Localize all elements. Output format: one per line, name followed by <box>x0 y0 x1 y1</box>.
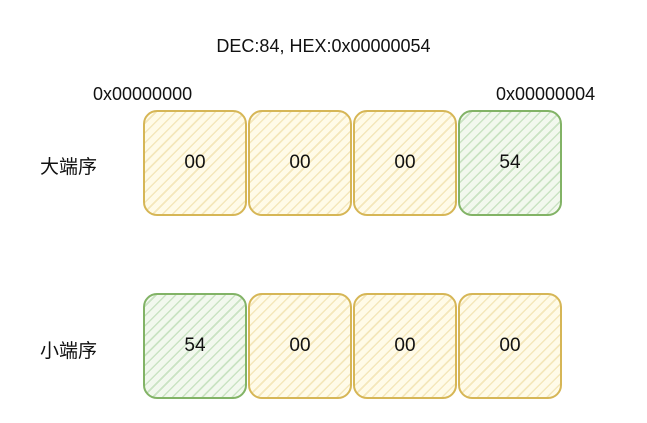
end-address-label: 0x00000004 <box>496 84 596 104</box>
big-endian-byte-row: 00 00 00 54 <box>140 110 565 218</box>
byte-value: 54 <box>184 335 206 356</box>
little-endian-byte-1: 00 <box>248 293 352 399</box>
little-endian-byte-0: 54 <box>143 293 247 399</box>
big-endian-byte-3: 54 <box>458 110 562 216</box>
little-endian-byte-3: 00 <box>458 293 562 399</box>
big-endian-byte-1: 00 <box>248 110 352 216</box>
byte-value: 00 <box>394 335 416 356</box>
byte-value: 00 <box>394 152 416 173</box>
diagram-title: DEC:84, HEX:0x00000054 <box>216 36 431 56</box>
little-endian-label: 小端序 <box>40 341 98 362</box>
little-endian-byte-row: 54 00 00 00 <box>140 293 565 401</box>
byte-value: 54 <box>499 152 521 173</box>
byte-value: 00 <box>289 152 311 173</box>
start-address-label: 0x00000000 <box>93 84 193 104</box>
byte-value: 00 <box>184 152 206 173</box>
big-endian-byte-2: 00 <box>353 110 457 216</box>
big-endian-byte-0: 00 <box>143 110 247 216</box>
little-endian-byte-2: 00 <box>353 293 457 399</box>
byte-value: 00 <box>499 335 521 356</box>
big-endian-label: 大端序 <box>40 157 98 178</box>
byte-value: 00 <box>289 335 311 356</box>
